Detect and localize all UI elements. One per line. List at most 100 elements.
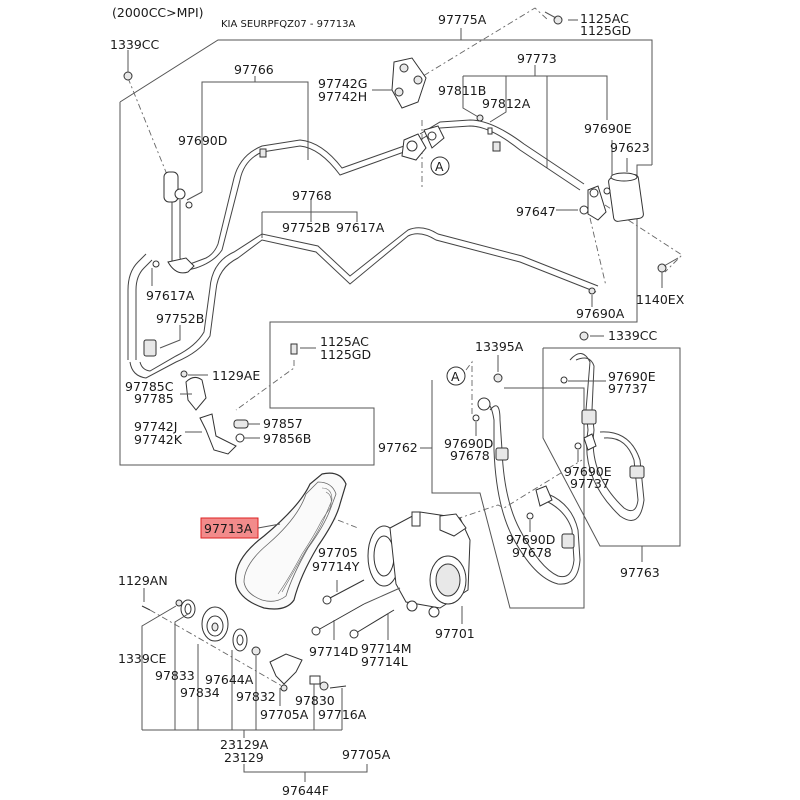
leader-tree-lower — [141, 588, 368, 782]
highlighted-part-number: 97713A — [204, 521, 253, 536]
label-97762: 97762 — [378, 440, 418, 455]
label-97785: 97785 — [134, 391, 174, 406]
label-1339CC: 1339CC — [110, 37, 160, 52]
label-97644A: 97644A — [205, 672, 254, 687]
label-97705A: 97705A — [342, 747, 391, 762]
label-97830: 97830 — [295, 693, 335, 708]
label-97742H: 97742H — [318, 89, 367, 104]
bolt-1129AE — [180, 370, 188, 378]
suction-pipe — [419, 119, 585, 191]
leader-97766 — [186, 76, 309, 201]
label-97832: 97832 — [236, 689, 276, 704]
drive-belt-97713A — [234, 472, 347, 610]
bolt-97714D — [311, 603, 365, 640]
label-97690E: 97690E — [564, 464, 612, 479]
hose-assembly-97763-boundary — [542, 347, 681, 562]
label-23129A: 23129A — [220, 737, 269, 752]
label-1125GD: 1125GD — [580, 23, 631, 38]
label-97678: 97678 — [512, 545, 552, 560]
label-97768: 97768 — [292, 188, 332, 203]
fitting-block-top — [163, 171, 193, 209]
discharge-pipe — [171, 139, 405, 273]
nut-97690A — [588, 287, 596, 295]
label-97785C: 97785C — [125, 379, 174, 394]
label-1125AC: 1125AC — [580, 11, 629, 26]
label-97714L: 97714L — [361, 654, 408, 669]
label-97752B: 97752B — [282, 220, 330, 235]
callout-a-lower: A — [446, 360, 473, 414]
callout-letter: A — [435, 159, 444, 174]
liquid-pipe — [127, 227, 599, 379]
drier-bracket — [587, 185, 611, 221]
part-labels: 1339CC 97766 97742G 97742H 97775A 1125AC… — [110, 11, 685, 798]
label-97701: 97701 — [435, 626, 475, 641]
label-97678: 97678 — [450, 448, 490, 463]
belt-highlight-label: 97713A — [200, 517, 281, 539]
leader-lines-lower-right — [475, 335, 606, 532]
label-97833: 97833 — [155, 668, 195, 683]
oring-97690E — [574, 442, 582, 450]
hose-97762 — [477, 397, 581, 585]
label-1140EX: 1140EX — [636, 292, 685, 307]
label-97690D: 97690D — [444, 436, 493, 451]
oring-97690E — [560, 376, 568, 384]
leader-lines-upper — [127, 19, 663, 439]
label-97690D: 97690D — [506, 532, 555, 547]
label-97617A: 97617A — [336, 220, 385, 235]
bolt-97714M — [349, 609, 395, 640]
label-97752B: 97752B — [156, 311, 204, 326]
grommet-97857 — [233, 419, 249, 443]
nut-13395A — [493, 373, 503, 383]
label-1125GD: 1125GD — [320, 347, 371, 362]
receiver-drier-97623 — [608, 172, 644, 222]
nut-97811B — [476, 114, 484, 122]
oring-97690D — [526, 512, 534, 520]
assembly-line — [363, 587, 401, 605]
idler-pulley-assembly — [141, 599, 347, 692]
nut-1339CC-mid — [579, 331, 589, 341]
label-23129: 23129 — [224, 750, 264, 765]
dash-line — [604, 204, 683, 273]
engine-spec-label: (2000CC>MPI) — [112, 5, 204, 20]
label-97737: 97737 — [608, 381, 648, 396]
callout-a-top: A — [430, 156, 450, 176]
label-97623: 97623 — [610, 140, 650, 155]
label-97811B: 97811B — [438, 83, 486, 98]
label-97644F: 97644F — [282, 783, 329, 798]
label-97690D: 97690D — [178, 133, 227, 148]
hose-97763 — [569, 353, 645, 521]
label-1129AE: 1129AE — [212, 368, 260, 383]
bolt-97705 — [322, 579, 365, 605]
label-97742J: 97742J — [134, 419, 177, 434]
label-97742G: 97742G — [318, 76, 367, 91]
label-97714M: 97714M — [361, 641, 412, 656]
dash-line — [311, 509, 359, 529]
label-97714D: 97714D — [309, 644, 358, 659]
label-1129AN: 1129AN — [118, 573, 168, 588]
clamp-97785 — [185, 376, 207, 411]
label-97773: 97773 — [517, 51, 557, 66]
oring-97617A — [152, 260, 160, 268]
nut-1339CC — [123, 71, 133, 81]
label-97742K: 97742K — [134, 432, 183, 447]
valve-cap — [259, 148, 267, 158]
label-97617A: 97617A — [146, 288, 195, 303]
bracket-97742G — [391, 57, 427, 109]
bracket-97742J — [199, 413, 237, 455]
label-97705A: 97705A — [260, 707, 309, 722]
leader-97773 — [462, 65, 608, 168]
oring-97690D — [472, 414, 480, 422]
label-97690E: 97690E — [584, 121, 632, 136]
label-97737: 97737 — [570, 476, 610, 491]
ac-compressor-97701 — [367, 511, 471, 618]
label-97690E: 97690E — [608, 369, 656, 384]
label-97716A: 97716A — [318, 707, 367, 722]
label-97857: 97857 — [263, 416, 303, 431]
label-97690A: 97690A — [576, 306, 625, 321]
valve-97812A — [487, 127, 493, 135]
dash-line — [127, 77, 171, 183]
hose-assembly-97762-boundary — [420, 380, 585, 609]
label-97766: 97766 — [234, 62, 274, 77]
label-1339CC: 1339CC — [608, 328, 658, 343]
